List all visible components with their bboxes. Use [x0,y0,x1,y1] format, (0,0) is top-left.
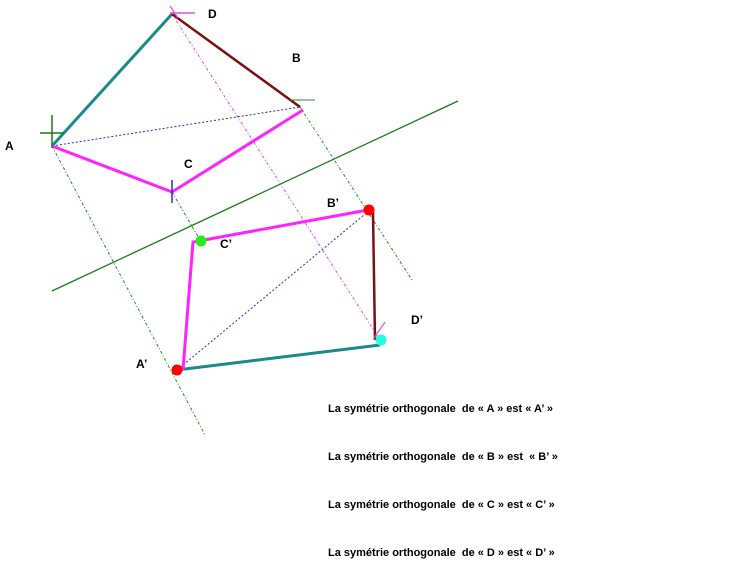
label-a-prime: A’ [136,357,147,371]
caption-line-a: La symétrie orthogonale de « A » est « A… [328,403,553,415]
tick-d-prime [373,321,386,339]
point-a-prime [171,364,183,376]
caption-line-d: La symétrie orthogonale de « D » est « D… [328,547,555,559]
segment-b-prime-d-prime [371,211,377,341]
point-c-prime [195,235,207,247]
label-b-prime: B’ [327,196,339,210]
segment-a-d [50,12,174,148]
point-b-prime [363,204,375,216]
symmetry-axis [51,100,459,292]
label-d: D [208,7,217,21]
segment-a-c-b [51,108,304,194]
perpendicular-through-a [51,145,206,436]
label-c: C [184,157,193,171]
diagonal-a-prime-b-prime [176,209,371,371]
label-d-prime: D’ [411,313,423,327]
perpendicular-through-b [299,106,413,281]
point-d-prime [375,334,387,346]
segment-a-prime-c-prime-b-prime [181,208,369,371]
diagonal-a-b [51,106,301,147]
tick-d-slant [169,5,179,19]
label-a: A [5,139,14,153]
segment-d-b [171,12,301,109]
segment-a-prime-d-prime [176,343,381,372]
symmetry-diagram: A B C D A’ B’ C’ D’ [5,5,459,436]
caption-line-c: La symétrie orthogonale de « C » est « C… [328,499,555,511]
perpendicular-through-c [171,191,201,241]
label-b: B [292,51,301,65]
caption-block: La symétrie orthogonale de « A » est « A… [328,369,558,577]
caption-line-b: La symétrie orthogonale de « B » est « B… [328,451,558,463]
label-c-prime: C’ [220,237,232,251]
perpendicular-through-d [171,13,381,341]
